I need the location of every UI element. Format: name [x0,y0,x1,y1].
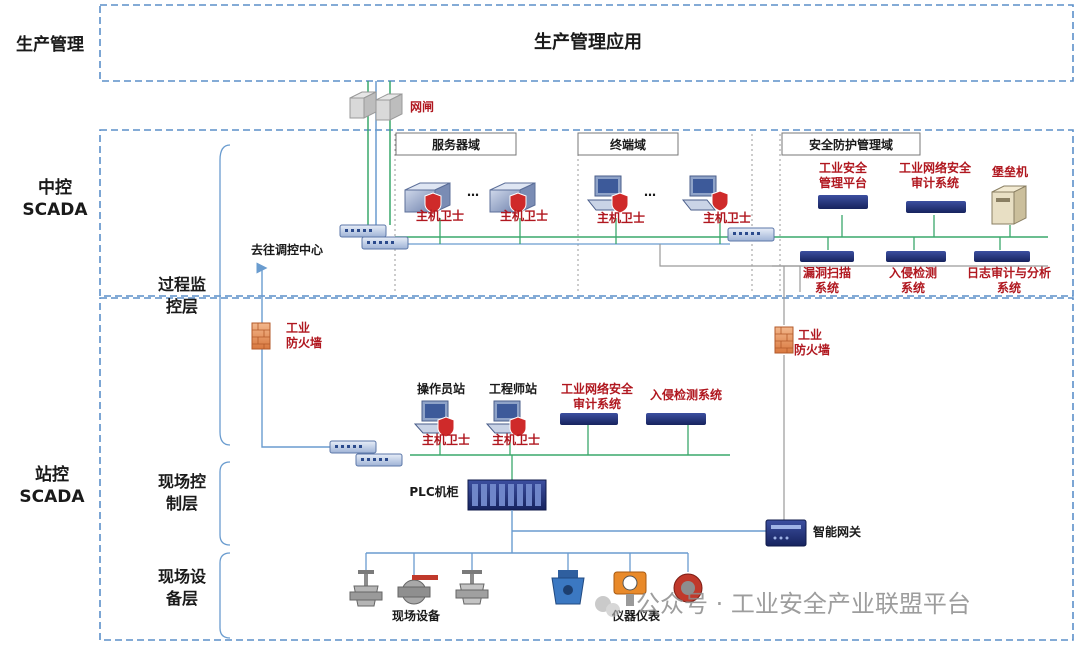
log-audit-label-2: 系统 [997,280,1021,295]
plc-cabinet-label: PLC机柜 [409,484,458,499]
engineer-station-label: 工程师站 [489,381,537,396]
security-platform-device [818,195,868,209]
vuln-scan-label-1: 漏洞扫描 [803,265,851,280]
firewall-icon [774,326,794,354]
instruments-label: 仪器仪表 [611,608,661,623]
station-audit-label-1: 工业网络安全 [561,381,634,396]
central-audit-label-1: 工业网络安全 [899,160,972,175]
gatekeeper-icon [349,91,403,121]
vuln-scan-label-2: 系统 [815,280,839,295]
server-zone-tab [395,132,517,156]
layer-station-label-2: SCADA [19,487,85,507]
firewall-right-label-1: 工业 [798,327,822,342]
globe-valve-icon [455,570,489,605]
firewall-right-label-2: 防火墙 [794,342,830,357]
central-audit-device [906,201,966,213]
firewall-icon [251,322,271,350]
smart-gateway-label: 智能网关 [812,524,861,539]
gatekeeper-label: 网闸 [410,99,434,114]
security-platform-label-2: 管理平台 [819,175,867,190]
ids-label-2: 系统 [901,280,925,295]
ball-valve-icon [397,575,438,605]
security-link [659,244,801,292]
host-guard-label: 主机卫士 [703,210,751,225]
station-switch-icon [329,440,403,467]
control-layer-bracket [219,461,231,546]
host-guard-label: 主机卫士 [422,432,470,447]
terminal-ellipsis: … [644,185,656,199]
pressure-transmitter-icon [613,571,647,606]
layer-central-label-1: 中控 [38,177,72,198]
dispatch-center-label: 去往调控中心 [251,242,323,257]
layer-process-label-1: 过程监 [158,275,206,294]
host-guard-label: 主机卫士 [416,208,464,223]
firewall-left-label-1: 工业 [286,320,310,335]
host-guard-label: 主机卫士 [500,208,548,223]
bastion-host-icon [991,185,1027,225]
layer-control-label-1: 现场控 [158,472,206,491]
layer-process-label-2: 控层 [166,297,198,316]
vuln-scan-device [800,251,854,262]
firewall-left-label-2: 防火墙 [286,335,322,350]
central-audit-label-2: 审计系统 [911,175,959,190]
security-zone-tab [781,132,921,156]
production-box [99,4,1074,82]
operator-station-label: 操作员站 [417,381,465,396]
ids-device [886,251,946,262]
host-guard-label: 主机卫士 [597,210,645,225]
station-audit-device [560,413,618,425]
field-devices-label: 现场设备 [392,608,441,623]
device-layer-bracket [219,552,231,639]
log-audit-label-1: 日志审计与分析 [967,265,1051,280]
workstation-icon [681,175,729,212]
gate-valve-icon [349,570,383,607]
layer-station-label-1: 站控 [35,464,69,485]
layer-device-label-1: 现场设 [158,567,207,586]
log-audit-device [974,251,1030,262]
terminal-zone-title: 终端域 [610,137,646,152]
server-icon [489,182,536,214]
flame-detector-icon [673,573,703,603]
watermark-text: 公众号 · 工业安全产业联盟平台 [636,590,971,618]
terminal-zone-tab [577,132,679,156]
plc-cabinet-icon [467,479,547,511]
layer-device-label-2: 备层 [165,589,198,608]
station-ids-label: 入侵检测系统 [650,387,722,402]
layer-central-label-2: SCADA [22,200,88,220]
server-zone-title: 服务器域 [432,137,480,152]
central-scada-box [99,129,1074,297]
bastion-label: 堡垒机 [992,164,1028,179]
security-switch-icon [727,227,775,242]
station-ids-device [646,413,706,425]
security-zone-title: 安全防护管理域 [809,137,893,152]
station-audit-label-2: 审计系统 [573,396,621,411]
workstation-icon [586,175,629,214]
layer-control-label-2: 制层 [166,494,198,513]
central-switch-icon [339,224,409,250]
process-layer-bracket [219,144,231,446]
ids-label-1: 入侵检测 [889,265,937,280]
dispatch-uplink [256,262,330,448]
station-scada-box [99,297,1074,641]
wechat-watermark [595,596,620,617]
server-icon [404,182,451,214]
gas-detector-icon [551,570,585,605]
host-guard-label: 主机卫士 [492,432,540,447]
production-app-title: 生产管理应用 [534,31,642,53]
engineer-workstation-icon [485,400,527,438]
smart-gateway-icon [765,519,807,547]
security-platform-label-1: 工业安全 [819,160,868,175]
server-ellipsis: … [467,185,479,199]
layer-production-label: 生产管理 [16,34,84,55]
operator-workstation-icon [413,400,455,438]
